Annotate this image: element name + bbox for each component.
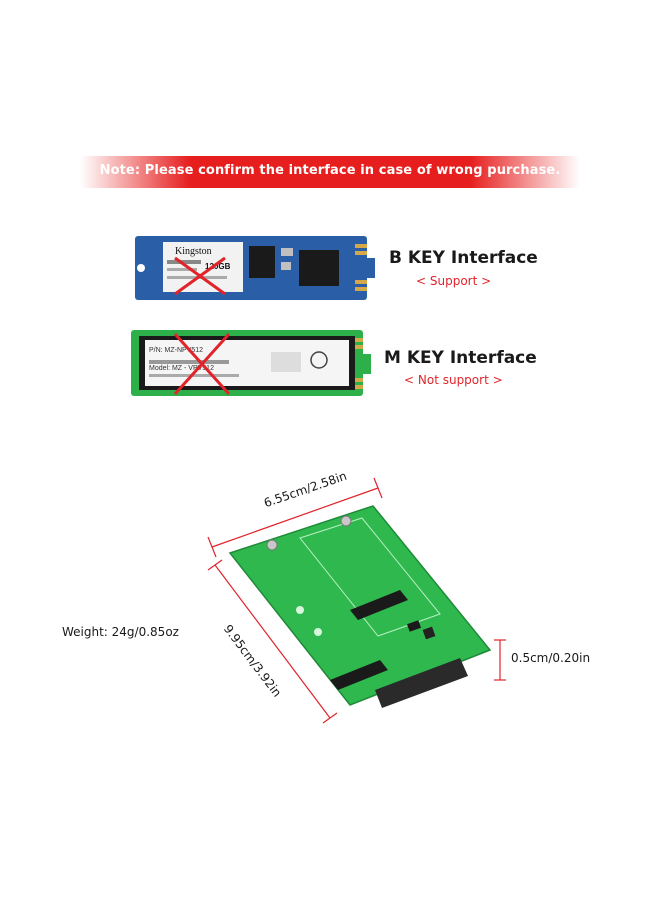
note-banner: [80, 156, 580, 188]
b-key-title: B KEY Interface: [389, 248, 538, 268]
b-key-ssd-image: Kingston 120GB: [135, 236, 375, 300]
m-key-card-label-1: P/N: MZ-NPV512: [149, 347, 203, 354]
m-key-subtitle: < Not support >: [404, 373, 503, 387]
m-key-title: M KEY Interface: [384, 348, 537, 368]
weight-label: Weight: 24g/0.85oz: [62, 625, 179, 639]
adapter-thickness-label: 0.5cm/0.20in: [511, 651, 591, 665]
b-key-card-capacity: 120GB: [205, 262, 231, 271]
m-key-card-label-2: Model: MZ - VPV512: [149, 365, 214, 372]
m-key-ssd-image: P/N: MZ-NPV512 Model: MZ - VPV512: [131, 330, 371, 396]
note-text: Note: Please confirm the interface in ca…: [99, 163, 561, 178]
b-key-card-brand: Kingston: [175, 246, 212, 257]
b-key-subtitle: < Support >: [416, 274, 492, 288]
